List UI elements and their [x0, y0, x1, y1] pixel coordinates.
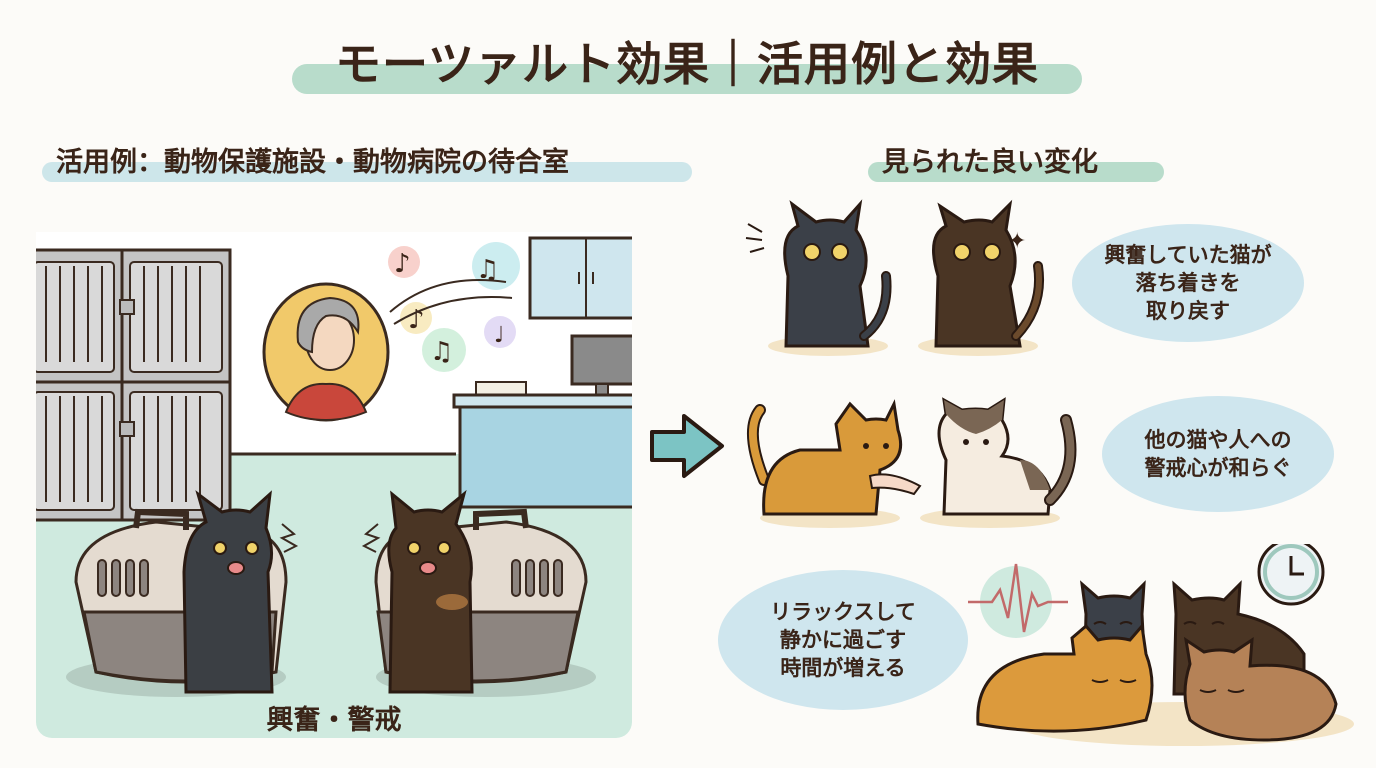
waiting-room-illustration: ♪ ♫ ♪ ♫ ♩ [36, 236, 632, 697]
mozart-portrait-icon [262, 282, 390, 422]
right-section-heading: 見られた良い変化 [868, 138, 1164, 184]
svg-text:♫: ♫ [430, 337, 453, 367]
heading-band [868, 162, 1164, 182]
svg-text:♪: ♪ [394, 249, 411, 279]
right-arrow-icon [650, 414, 724, 478]
change-2-bubble: 他の猫や人への 警戒心が和らぐ [1102, 396, 1334, 512]
left-section-heading: 活用例：動物保護施設・動物病院の待合室 [42, 138, 692, 184]
cages-icon [36, 248, 232, 522]
black-cat-hissing-icon [182, 490, 299, 694]
heading-band [42, 162, 692, 182]
svg-text:♩: ♩ [494, 323, 504, 348]
change-1-text: 興奮していた猫が 落ち着きを 取り戻す [1104, 243, 1272, 323]
monitor-icon [570, 334, 632, 399]
svg-text:♪: ♪ [408, 305, 425, 335]
change-1-bubble: 興奮していた猫が 落ち着きを 取り戻す [1072, 224, 1304, 342]
right-heading-text: 見られた良い変化 [882, 147, 1098, 178]
music-notes-icon: ♪ ♫ ♪ ♫ ♩ [388, 242, 520, 372]
reception-desk-icon [452, 381, 632, 509]
svg-text:♫: ♫ [476, 255, 499, 285]
cabinet-icon [528, 236, 632, 320]
svg-text:✦: ✦ [1008, 229, 1026, 254]
change-3-text: リラックスして 静かに過ごす 時間が増える [770, 600, 916, 680]
calm-cats-illustration: ✦ [745, 199, 1044, 356]
clock-icon [1257, 544, 1325, 606]
waiting-room-scene: ♪ ♫ ♪ ♫ ♩ [36, 232, 632, 738]
change-3-bubble: リラックスして 静かに過ごす 時間が増える [718, 570, 968, 710]
page-title: モーツァルト効果｜活用例と効果 [334, 37, 1040, 91]
scene-caption: 興奮・警戒 [266, 705, 402, 736]
left-heading-text: 活用例：動物保護施設・動物病院の待合室 [56, 147, 569, 178]
friendly-cats-illustration [746, 397, 1077, 528]
title-underline-band [292, 64, 1082, 94]
change-2-text: 他の猫や人への 警戒心が和らぐ [1144, 428, 1292, 480]
sleeping-cats-illustration [968, 544, 1354, 746]
tortoiseshell-cat-hissing-icon [361, 489, 474, 694]
main-title: モーツァルト効果｜活用例と効果 [292, 24, 1082, 96]
